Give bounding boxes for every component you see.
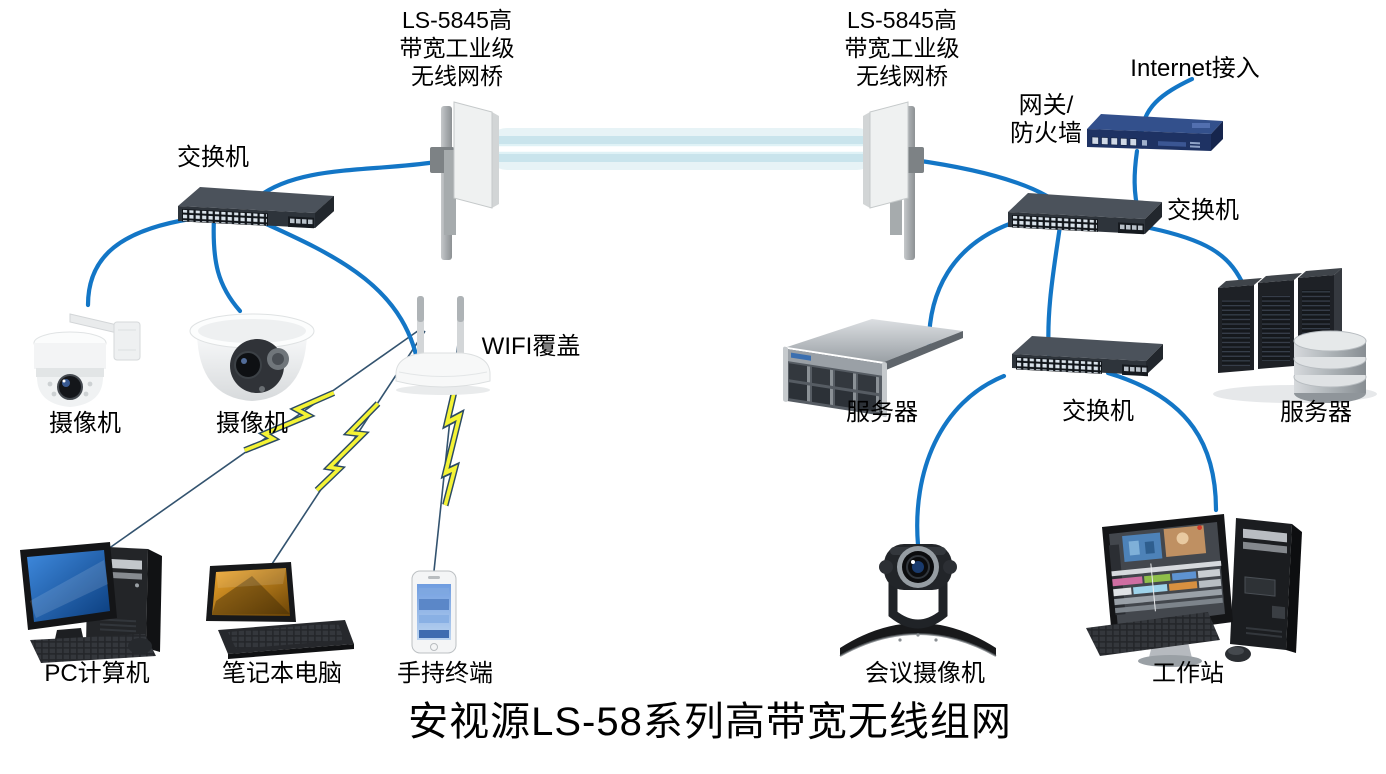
bridge-right-label: LS-5845高 带宽工业级 无线网桥 xyxy=(845,6,960,90)
conference-camera-device xyxy=(839,544,997,657)
switch-right-top-label: 交换机 xyxy=(1167,197,1239,224)
diagram-title: 安视源LS-58系列高带宽无线组网 xyxy=(408,700,1012,744)
pc-label: PC计算机 xyxy=(44,660,150,687)
wifi-link-pc xyxy=(107,327,423,550)
cable-switchR2-confcam xyxy=(915,373,1007,548)
cable-switchL-dome xyxy=(211,214,243,314)
switch-left-label: 交换机 xyxy=(177,144,249,171)
switch-right-mid-label: 交换机 xyxy=(1062,398,1134,425)
switch-right-top-device xyxy=(1008,193,1162,235)
handheld-device xyxy=(411,570,457,654)
bridge-left-label-line1: LS-5845高 xyxy=(402,7,512,33)
bridge-left-label-line3: 无线网桥 xyxy=(411,63,503,89)
bridge-right-label-line3: 无线网桥 xyxy=(856,63,948,89)
bridge-right-label-line1: LS-5845高 xyxy=(847,7,957,33)
workstation-device xyxy=(1086,514,1302,667)
wifi-router-device xyxy=(395,296,491,395)
switch-left-device xyxy=(178,187,334,229)
cable-switchL-wifi xyxy=(239,210,423,378)
lightning-bolt-icon xyxy=(314,399,382,494)
gateway-label-line1: 网关/ xyxy=(1018,92,1074,119)
wireless-bridge-left xyxy=(430,101,499,260)
firewall-device xyxy=(1087,114,1223,151)
cable-switchL-bridgeL xyxy=(255,159,439,200)
gateway-label-line2: 防火墙 xyxy=(1010,120,1082,147)
cable-switchL-ptz xyxy=(85,214,207,308)
database-icon xyxy=(1293,330,1367,403)
wireless-beam xyxy=(486,128,878,170)
laptop-device xyxy=(206,562,354,659)
server-2u-label: 服务器 xyxy=(846,399,918,426)
wireless-bridge-right xyxy=(863,101,924,260)
bridge-left-label-line2: 带宽工业级 xyxy=(399,35,515,61)
ptz-camera-device xyxy=(33,313,141,407)
video-editor-screen xyxy=(1108,525,1223,616)
conference-camera-label: 会议摄像机 xyxy=(865,660,985,687)
camera-dome-label: 摄像机 xyxy=(216,410,288,437)
gateway-firewall-label: 网关/ 防火墙 xyxy=(1010,92,1082,148)
camera-ptz-label: 摄像机 xyxy=(49,410,121,437)
server-rack-device xyxy=(1213,268,1377,403)
pc-device xyxy=(20,542,162,663)
laptop-label: 笔记本电脑 xyxy=(222,660,342,687)
cable-switchR1-switchR2 xyxy=(1046,223,1063,358)
handheld-label: 手持终端 xyxy=(397,660,493,687)
bridge-right-label-line2: 带宽工业级 xyxy=(844,35,960,61)
internet-label: Internet接入 xyxy=(1130,55,1260,82)
server-2u-device xyxy=(783,319,963,418)
switch-right-mid-device xyxy=(1012,336,1163,377)
server-rack-label: 服务器 xyxy=(1280,399,1352,426)
bridge-left-label: LS-5845高 带宽工业级 无线网桥 xyxy=(400,6,515,90)
cable-switchR2-workstation xyxy=(1105,370,1219,513)
dome-camera-device xyxy=(189,313,315,401)
cable-switchR1-rack xyxy=(1147,225,1245,285)
workstation-label: 工作站 xyxy=(1152,660,1224,687)
wifi-coverage-label: WIFI覆盖 xyxy=(481,333,581,360)
